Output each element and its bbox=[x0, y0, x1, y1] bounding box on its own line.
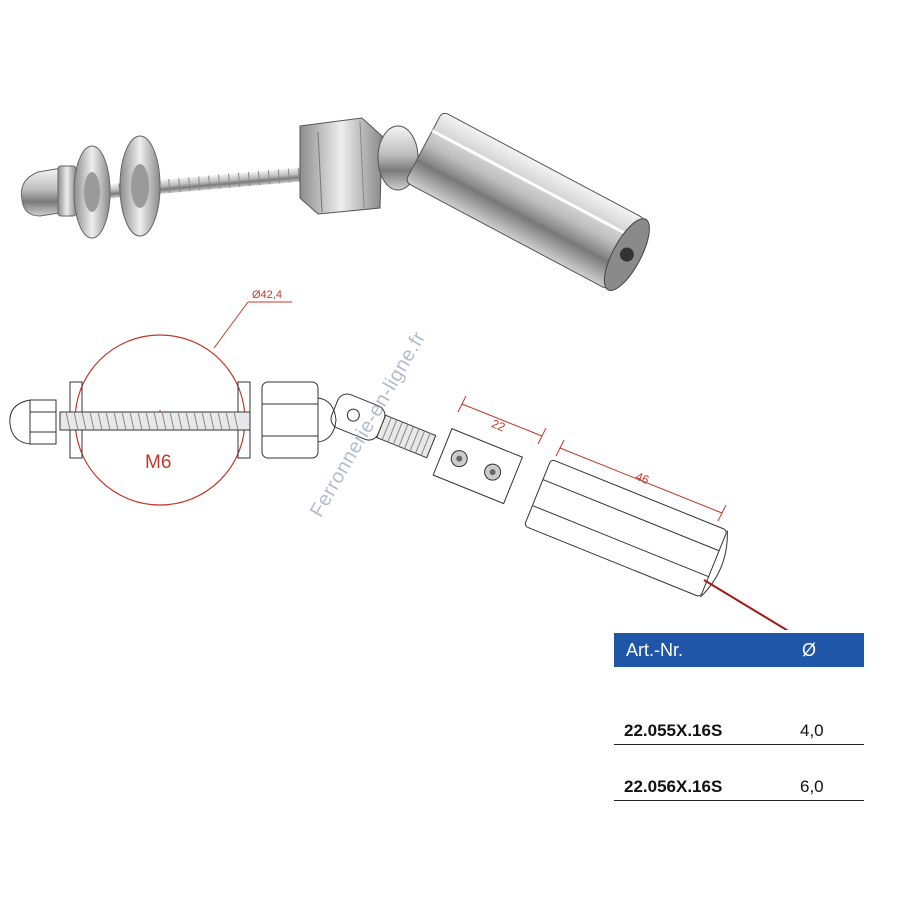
hex-nut bbox=[299, 117, 383, 215]
header-art-nr: Art.-Nr. bbox=[626, 639, 683, 660]
dimension-22 bbox=[457, 395, 547, 445]
dimension-46-label: 46 bbox=[633, 469, 651, 487]
hex-tube bbox=[406, 112, 650, 291]
clamp-block-outline bbox=[432, 428, 524, 505]
diameter-label: Ø42,4 bbox=[252, 289, 282, 301]
hex-nut-outline bbox=[261, 381, 319, 459]
table-header: Art.-Nr. Ø bbox=[614, 633, 864, 667]
table-row: 22.055X.16S 4,0 bbox=[614, 711, 864, 745]
dimension-22-label: 22 bbox=[490, 416, 508, 434]
technical-drawing: Ø42,4 M6 bbox=[9, 289, 789, 630]
table-row: 22.056X.16S 6,0 bbox=[614, 767, 864, 801]
cell-art-nr: 22.055X.16S bbox=[624, 721, 723, 740]
product-photo bbox=[20, 112, 650, 291]
swivel-stud-outline bbox=[330, 393, 437, 459]
hex-tube-outline bbox=[524, 459, 728, 598]
thread-label: M6 bbox=[145, 452, 171, 473]
diameter-leader bbox=[213, 301, 249, 349]
acorn-nut bbox=[20, 165, 77, 217]
cell-diameter: 4,0 bbox=[800, 721, 824, 740]
article-table: Art.-Nr. Ø 22.055X.16S 4,0 22.056X.16S 6… bbox=[614, 633, 864, 801]
acorn-nut-outline bbox=[9, 399, 31, 445]
cell-diameter: 6,0 bbox=[800, 777, 824, 796]
cell-art-nr: 22.056X.16S bbox=[624, 777, 723, 796]
header-diameter: Ø bbox=[802, 639, 817, 660]
table-leader bbox=[703, 579, 789, 630]
dimension-46 bbox=[555, 439, 727, 522]
